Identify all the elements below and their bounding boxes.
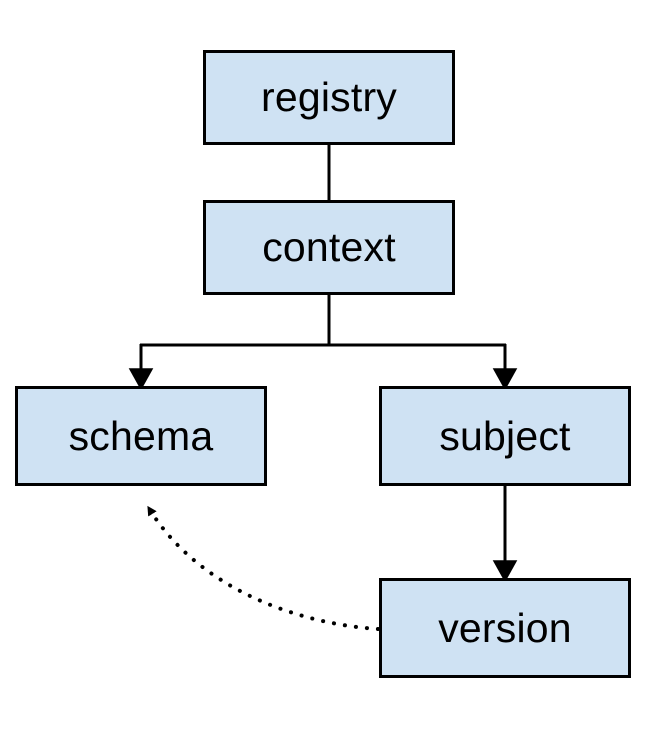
node-context-label: context xyxy=(262,224,396,270)
node-context[interactable]: context xyxy=(203,200,455,295)
node-registry[interactable]: registry xyxy=(203,50,455,145)
edge-version-to-schema xyxy=(147,505,380,631)
node-registry-label: registry xyxy=(260,74,397,120)
node-version-label: version xyxy=(438,604,572,651)
node-subject[interactable]: subject xyxy=(379,386,631,486)
node-schema[interactable]: schema xyxy=(15,386,267,486)
node-subject-label: subject xyxy=(439,412,571,459)
node-version[interactable]: version xyxy=(379,578,631,678)
node-schema-label: schema xyxy=(68,412,214,459)
